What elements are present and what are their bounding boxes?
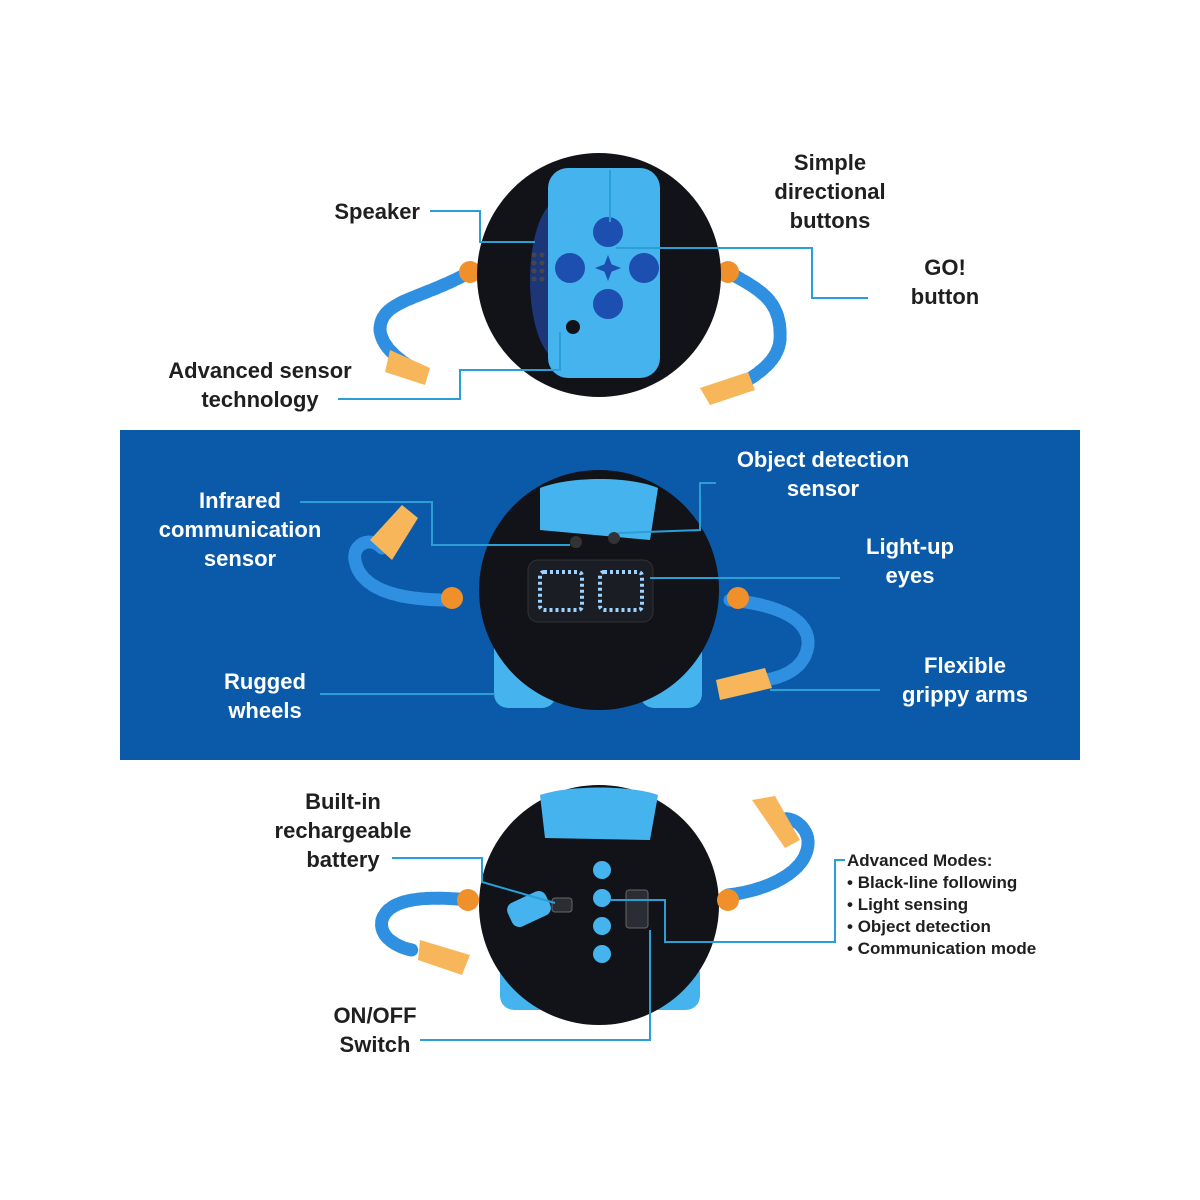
on-off-switch <box>625 889 649 929</box>
top-panel <box>540 479 658 540</box>
left-button <box>555 253 585 283</box>
label-rugged-wheels: Rugged wheels <box>224 669 306 723</box>
sensor-eye <box>566 320 580 334</box>
callout-lines <box>300 170 880 1041</box>
mode-item: Black-line following <box>847 872 1036 894</box>
right-arm <box>721 265 787 387</box>
left-joint <box>441 587 463 609</box>
top-panel <box>540 787 658 840</box>
modes-list: Black-line following Light sensing Objec… <box>847 872 1037 960</box>
object-sensor <box>608 532 620 544</box>
right-button <box>629 253 659 283</box>
label-grippy-arms: Flexible grippy arms <box>902 653 1028 707</box>
right-claw <box>716 668 772 700</box>
speaker-grille <box>531 252 545 282</box>
left-joint <box>459 261 481 283</box>
down-button <box>593 289 623 319</box>
advanced-modes-title: Advanced Modes: <box>847 851 993 870</box>
robot-front-view <box>348 470 815 710</box>
usb-port <box>551 897 573 913</box>
right-arm <box>723 593 815 687</box>
label-directional-buttons: Simple directional buttons <box>774 150 886 233</box>
advanced-modes: Advanced Modes: Black-line following Lig… <box>847 850 1036 960</box>
left-claw <box>418 940 470 975</box>
label-sensor-technology: Advanced sensor technology <box>168 358 352 412</box>
label-speaker: Speaker <box>334 199 420 224</box>
charge-port-cover <box>507 890 551 928</box>
left-joint <box>457 889 479 911</box>
left-claw <box>370 505 418 560</box>
up-button <box>593 217 623 247</box>
right-joint <box>717 889 739 911</box>
label-go-button: GO! button <box>910 255 980 309</box>
mode-item: Light sensing <box>847 894 1036 916</box>
robot-top-view <box>373 153 787 405</box>
mode-item: Communication mode <box>847 938 1037 960</box>
label-battery: Built-in rechargeable battery <box>274 789 412 872</box>
left-claw <box>385 350 430 385</box>
left-arm <box>348 535 455 607</box>
right-eye <box>598 570 644 612</box>
left-arm <box>375 891 475 957</box>
right-joint <box>727 587 749 609</box>
label-on-off-switch: ON/OFF Switch <box>333 1003 417 1057</box>
robot-back-view <box>375 785 815 1025</box>
go-button <box>595 255 621 281</box>
label-infrared-sensor: Infrared communication sensor <box>158 488 322 571</box>
label-light-up-eyes: Light-up eyes <box>866 534 954 588</box>
mode-buttons <box>593 861 611 963</box>
left-eye <box>538 570 584 612</box>
mode-item: Object detection <box>847 916 1036 938</box>
right-claw <box>700 372 755 405</box>
right-joint <box>717 261 739 283</box>
infrared-sensor <box>570 536 582 548</box>
label-object-detection: Object detection sensor <box>736 447 910 501</box>
eye-display <box>527 559 654 623</box>
right-arm <box>721 812 815 902</box>
right-claw <box>752 796 800 848</box>
